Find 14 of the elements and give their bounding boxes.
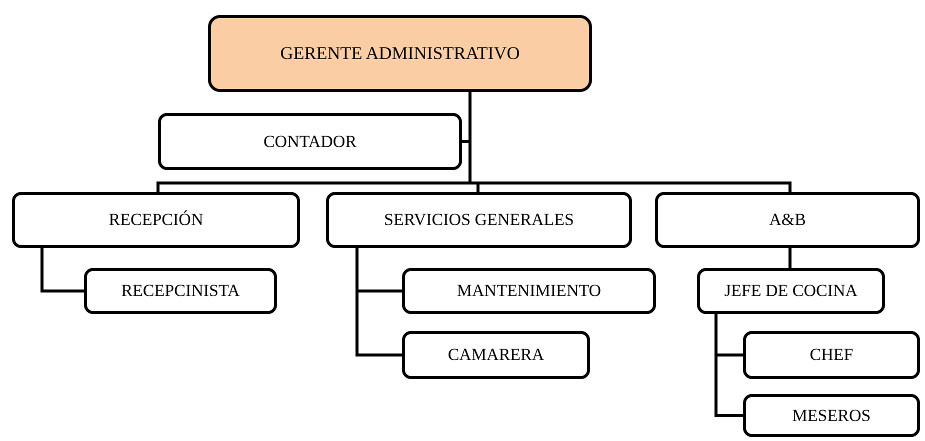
position-box: JEFE DE COCINA bbox=[697, 268, 885, 314]
connector-line bbox=[788, 248, 792, 268]
position-box: CHEF bbox=[743, 331, 920, 379]
position-box: MANTENIMIENTO bbox=[402, 268, 656, 314]
position-box: RECEPCIÓN bbox=[12, 192, 300, 248]
position-box: CONTADOR bbox=[158, 113, 462, 170]
position-box: CAMARERA bbox=[402, 331, 590, 379]
position-box: RECEPCINISTA bbox=[84, 268, 277, 314]
position-box: A&B bbox=[655, 192, 920, 248]
head-position-box: GERENTE ADMINISTRATIVO bbox=[208, 15, 592, 92]
position-box: SERVICIOS GENERALES bbox=[326, 192, 632, 248]
position-box: MESEROS bbox=[743, 394, 920, 437]
connector-line bbox=[468, 92, 792, 192]
connector-line bbox=[40, 248, 84, 292]
